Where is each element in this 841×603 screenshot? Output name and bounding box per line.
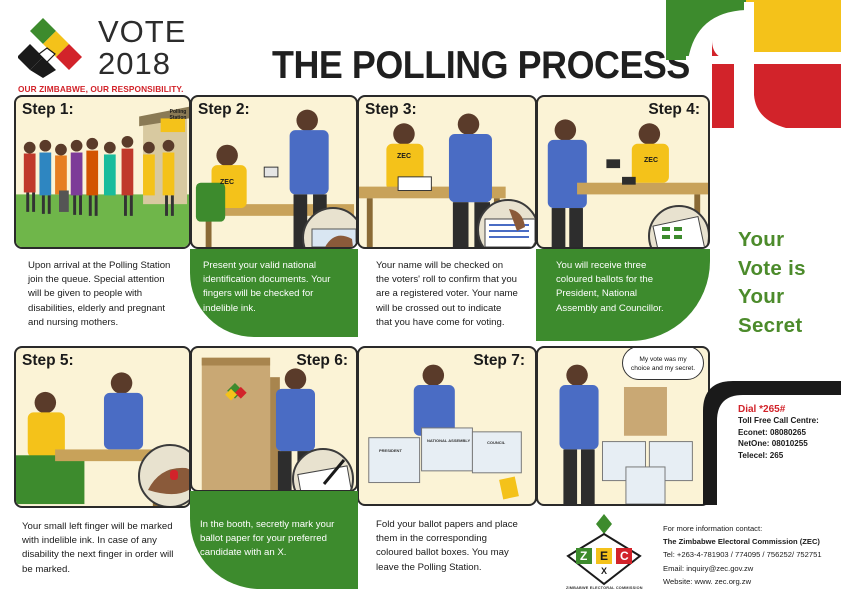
- finger-icon: [148, 467, 189, 495]
- vote-2018-logo-icon: [18, 18, 82, 78]
- page-title: THE POLLING PROCESS: [272, 44, 690, 87]
- box-national-label: NATIONAL ASSEMBLY: [427, 438, 471, 443]
- step-4-description: You will receive three coloured ballots …: [556, 260, 664, 314]
- step-1-panel: Step 1: Polling Station: [14, 95, 191, 249]
- speech-bubble: My vote was my choice and my secret.: [622, 348, 704, 380]
- step-6-label: Step 6:: [296, 352, 348, 369]
- step-4-panel: Step 4: ZEC: [536, 95, 710, 249]
- zec-logo-letter-z: Z: [580, 549, 588, 563]
- slogan: Your Vote is Your Secret: [738, 226, 806, 340]
- tagline: OUR ZIMBABWE, OUR RESPONSIBILITY.: [18, 84, 184, 94]
- ballot-paper-icon: [652, 215, 706, 247]
- step-7-exit-panel: My vote was my choice and my secret.: [536, 346, 710, 506]
- voter-leaving-illustration-icon: [559, 364, 693, 504]
- hand-icon: [311, 228, 356, 247]
- slogan-line-2: Vote is: [738, 256, 806, 280]
- slogan-line-3: Your: [738, 285, 785, 309]
- zec-logo-letter-c: C: [620, 549, 629, 563]
- dial-code: Dial *265#: [738, 404, 786, 415]
- zec-vest-label: ZEC: [644, 157, 658, 164]
- dial-frame: [703, 381, 841, 505]
- vote-year: 2018: [98, 46, 171, 81]
- step-2-text-block: [190, 249, 358, 337]
- vote-word: VOTE: [98, 14, 187, 49]
- pen-icon: [297, 459, 352, 490]
- box-president-label: PRESIDENT: [379, 448, 402, 453]
- id-check-illustration-icon: [195, 109, 355, 247]
- step-2-description: Present your valid national identificati…: [203, 260, 331, 314]
- contact-heading: For more information contact:: [663, 524, 763, 533]
- dial-row-number: 265: [769, 450, 784, 460]
- step-6-panel: Step 6:: [190, 346, 358, 492]
- call-centre-label: Toll Free Call Centre:: [738, 416, 819, 426]
- step-2-label: Step 2:: [198, 101, 250, 118]
- step-3-description: Your name will be checked on the voters'…: [376, 260, 518, 328]
- dial-row-name: NetOne:: [738, 439, 770, 449]
- dial-row-number: 08010255: [771, 439, 808, 449]
- step-5-description: Your small left finger will be marked wi…: [22, 521, 174, 575]
- box-council-label: COUNCIL: [487, 440, 506, 445]
- step-7-label: Step 7:: [473, 352, 525, 369]
- dial-row-number: 08080265: [769, 427, 806, 437]
- dial-row-econet: Econet: 08080265: [738, 427, 819, 438]
- step-5-label: Step 5:: [22, 352, 74, 369]
- step-2-panel: Step 2: ZEC: [190, 95, 358, 249]
- vote-2018-logo: VOTE 2018 OUR ZIMBABWE, OUR RESPONSIBILI…: [18, 14, 218, 96]
- zec-logo-letter-e: E: [600, 549, 609, 563]
- contact-info: For more information contact: The Zimbab…: [663, 522, 822, 588]
- zec-vest-label: ZEC: [397, 153, 411, 160]
- step-6-text-block: [190, 491, 358, 589]
- zec-vest-label: ZEC: [220, 179, 234, 186]
- ink-finger-inset: [138, 444, 189, 506]
- dial-row-name: Econet:: [738, 427, 768, 437]
- zec-caption: ZIMBABWE ELECTORAL COMMISSION: [566, 586, 643, 590]
- slogan-line-4: Secret: [738, 313, 803, 337]
- contact-email: Email: inquiry@zec.gov.zw: [663, 563, 754, 573]
- contact-tel: Tel: +263-4-781903 / 774095 / 756252/ 75…: [663, 550, 822, 560]
- step-6-description: In the booth, secretly mark your ballot …: [200, 519, 335, 559]
- step-3-label: Step 3:: [365, 101, 417, 118]
- voters-roll-illustration-icon: [359, 113, 506, 247]
- dial-row-netone: NetOne: 08010255: [738, 438, 819, 449]
- zec-logo-icon: [566, 514, 642, 586]
- slogan-line-1: Your: [738, 228, 785, 251]
- ink-marking-illustration-icon: [16, 372, 163, 506]
- corner-decoration-icon: [666, 0, 841, 128]
- step-1-label: Step 1:: [22, 101, 74, 118]
- commission-name: The Zimbabwe Electoral Commission (ZEC): [663, 537, 820, 547]
- step-7-panel: Step 7: PRESIDENT NATIONAL ASSEMBLY COUN…: [357, 346, 537, 506]
- roll-icon: [484, 209, 535, 247]
- step-3-panel: Step 3: ZEC: [357, 95, 537, 249]
- zec-logo-mark: X: [601, 566, 608, 576]
- ballot-boxes-illustration-icon: [368, 364, 522, 484]
- dial-row-telecel: Telecel: 265: [738, 450, 819, 461]
- step-7-description: Fold your ballot papers and place them i…: [376, 519, 518, 573]
- polling-station-sign: Polling Station: [169, 109, 187, 121]
- dial-info: Dial *265# Toll Free Call Centre: Econet…: [738, 404, 819, 461]
- ballot-papers-inset: [648, 205, 708, 247]
- queue-illustration-icon: [16, 106, 189, 247]
- step-1-description: Upon arrival at the Polling Station join…: [28, 260, 171, 328]
- roll-check-inset: [477, 199, 535, 247]
- ballot-marking-inset: [292, 448, 354, 490]
- contact-website: Website: www. zec.org.zw: [663, 576, 752, 586]
- step-4-label: Step 4:: [648, 101, 700, 118]
- step-5-panel: Step 5:: [14, 346, 191, 508]
- dial-row-name: Telecel:: [738, 450, 768, 460]
